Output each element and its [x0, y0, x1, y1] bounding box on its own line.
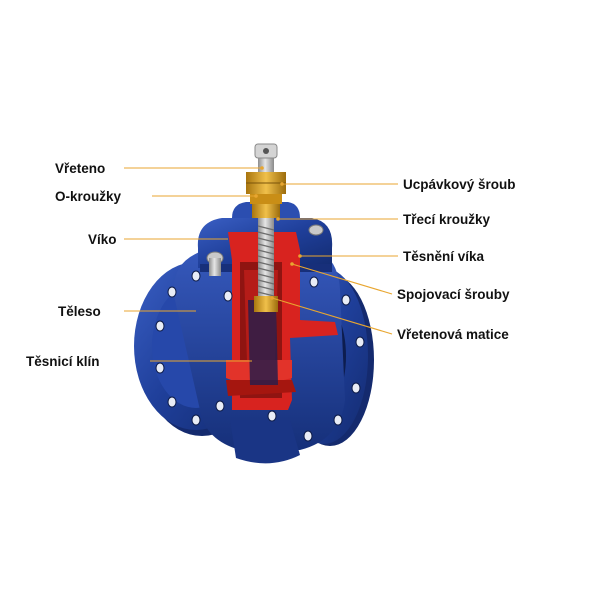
- left-flange-holes: [155, 270, 233, 426]
- label-vreteno: Vřeteno: [55, 161, 105, 176]
- gland-packing: [246, 172, 286, 218]
- wedge: [248, 300, 278, 385]
- label-viko: Víko: [88, 232, 117, 247]
- leader-dot-vretenova-matice: [270, 296, 274, 300]
- label-vretenova-matice: Vřetenová matice: [397, 327, 509, 342]
- label-spojovaci-srouby: Spojovací šrouby: [397, 287, 510, 302]
- label-o-krouzky: O-kroužky: [55, 189, 122, 204]
- leader-lines: [124, 166, 398, 362]
- leader-dot-o-krouzky: [254, 194, 258, 198]
- label-ucpavkovy-sroub: Ucpávkový šroub: [403, 177, 516, 192]
- leader-spojovaci-srouby: [291, 263, 393, 295]
- right-labels: Ucpávkový šroub Třecí kroužky Těsnění ví…: [397, 177, 516, 342]
- leader-dot-ucpavkovy-sroub: [280, 182, 284, 186]
- left-labels: Vřeteno O-kroužky Víko Těleso Těsnicí kl…: [26, 161, 122, 369]
- label-tesnici-klin: Těsnicí klín: [26, 354, 100, 369]
- label-treci-krouzky: Třecí kroužky: [403, 212, 491, 227]
- stem-nut: [254, 296, 278, 312]
- valve-illustration: [134, 143, 374, 464]
- stem: [254, 143, 278, 310]
- leader-dot-vreteno: [260, 166, 264, 170]
- body-bottom: [230, 420, 300, 464]
- leader-dot-spojovaci-srouby: [290, 262, 294, 266]
- bonnet-bolts: [206, 224, 324, 276]
- label-tesneni-vika: Těsnění víka: [403, 249, 485, 264]
- leader-dot-treci-krouzky: [276, 217, 280, 221]
- label-teleso: Těleso: [58, 304, 101, 319]
- leader-vretenova-matice: [271, 297, 393, 335]
- right-flange-holes: [267, 276, 365, 442]
- leader-dot-tesneni-vika: [298, 254, 302, 258]
